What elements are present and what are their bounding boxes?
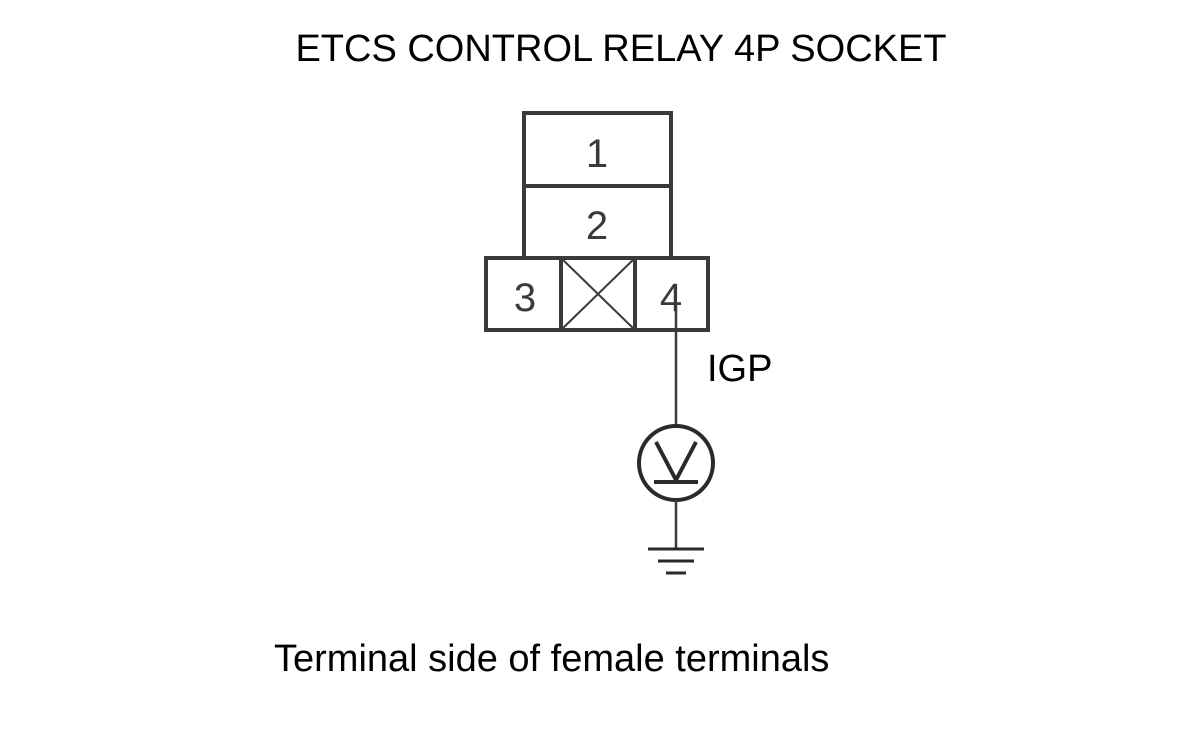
pin-label-1: 1 (586, 132, 608, 176)
pin-label-3: 3 (514, 276, 536, 320)
pin-label-2: 2 (586, 204, 608, 248)
diagram-title: ETCS CONTROL RELAY 4P SOCKET (295, 28, 947, 70)
wire-label: IGP (707, 348, 772, 390)
voltmeter-icon (637, 424, 715, 502)
diagram-caption: Terminal side of female terminals (274, 638, 830, 680)
ground-icon (648, 547, 704, 575)
pin-cell-4 (633, 256, 710, 332)
cross-box-icon (560, 257, 636, 331)
pin-label-4: 4 (660, 276, 682, 320)
connector-socket (484, 111, 710, 332)
